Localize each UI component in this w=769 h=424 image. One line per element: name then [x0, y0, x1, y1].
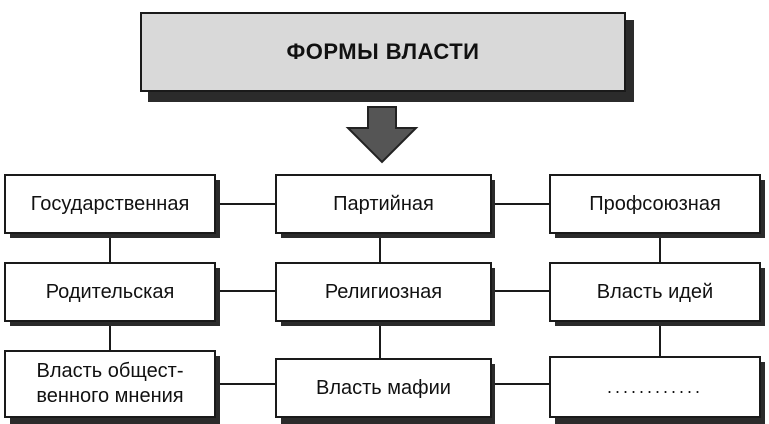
- node-party: Партийная: [275, 174, 492, 234]
- node-mafia: Власть мафии: [275, 358, 492, 418]
- node-state: Государственная: [4, 174, 216, 234]
- node-state-label: Государственная: [30, 192, 190, 215]
- node-power-of-ideas: Власть идей: [549, 262, 761, 322]
- node-other-label: ............: [606, 376, 703, 397]
- node-party-label: Партийная: [333, 192, 434, 215]
- node-parental: Родительская: [4, 262, 216, 322]
- node-trade-union-label: Профсоюзная: [589, 192, 721, 215]
- node-other: ............: [549, 356, 761, 418]
- node-power-of-ideas-label: Власть идей: [596, 280, 714, 303]
- node-trade-union: Профсоюзная: [549, 174, 761, 234]
- diagram-title: ФОРМЫ ВЛАСТИ: [140, 12, 626, 92]
- node-religious-label: Религиозная: [324, 280, 443, 303]
- node-religious: Религиозная: [275, 262, 492, 322]
- diagram-title-text: ФОРМЫ ВЛАСТИ: [286, 39, 480, 64]
- down-arrow-icon: [345, 106, 419, 164]
- node-parental-label: Родительская: [45, 280, 175, 303]
- node-public-opinion: Власть общест- венного мнения: [4, 350, 216, 418]
- node-public-opinion-label: Власть общест- венного мнения: [36, 360, 184, 407]
- node-mafia-label: Власть мафии: [316, 376, 451, 399]
